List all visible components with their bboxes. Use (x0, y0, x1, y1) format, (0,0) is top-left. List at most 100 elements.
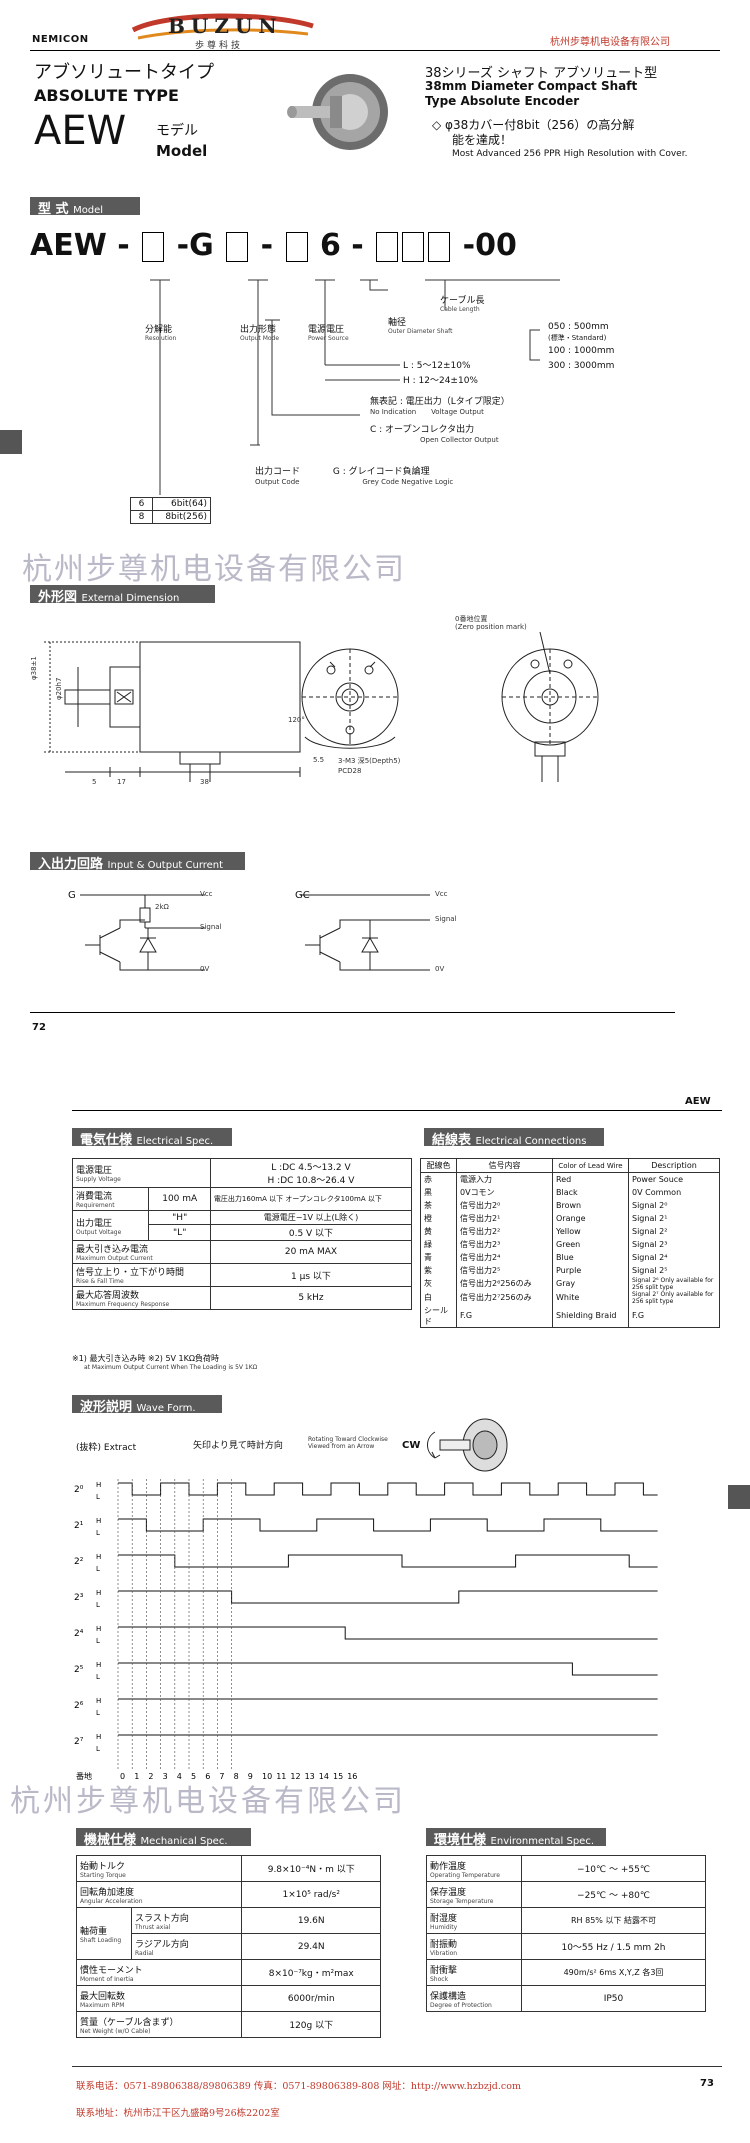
dim-len5: 5 (92, 778, 97, 786)
wave-addr-tick: 5 (191, 1772, 196, 1781)
table-cell: Signal 2² (628, 1224, 720, 1238)
table-cell: 茶 (420, 1198, 457, 1212)
mech-section-bar: 機械仕様 Mechanical Spec. (76, 1828, 251, 1848)
wave-addr-tick: 1 (134, 1772, 139, 1781)
dim-d20: φ20h7 (55, 677, 63, 700)
table-cell: 白 (420, 1290, 457, 1305)
table-cell: Gray (552, 1276, 629, 1291)
table-cell: 青 (420, 1250, 457, 1264)
power-label: 電源電圧 Power Source (308, 325, 349, 342)
dimension-drawing (44, 631, 599, 782)
wave-l-label: L (96, 1673, 100, 1681)
page2-header-model: AEW (685, 1096, 711, 1107)
dim-pcd: PCD28 (338, 767, 362, 775)
footer-contact: 联系电话：0571-89806388/89806389 传真：0571-8980… (76, 2081, 521, 2092)
io-section-bar: 入出力回路 Input & Output Current (30, 852, 245, 872)
page2-header-rule (72, 1110, 722, 1111)
wave-h-label: H (96, 1589, 101, 1597)
wave-l-label: L (96, 1601, 100, 1609)
table-cell: シールド (420, 1304, 457, 1328)
wave-h-label: H (96, 1733, 101, 1741)
wave-rotation-jp: 矢印より見て時計方向 (193, 1441, 283, 1451)
model-code-tree (150, 279, 560, 495)
wave-signal-line (118, 1554, 658, 1568)
table-cell: Green (552, 1237, 629, 1251)
wave-addr-tick: 12 (290, 1772, 300, 1781)
wave-extract: (抜粋) Extract (76, 1443, 137, 1453)
wave-addr-tick: 2 (148, 1772, 153, 1781)
table-cell: F.G (456, 1304, 553, 1328)
table-cell: Yellow (552, 1224, 629, 1238)
wave-addr-tick: 10 (262, 1772, 272, 1781)
wave-addr-tick: 14 (319, 1772, 329, 1781)
wave-signal-line (118, 1482, 658, 1496)
model-code-box-resolution (142, 231, 165, 262)
output-mode-label: 出力形態 Output Mode (240, 325, 280, 342)
io-vcc-2: Vcc (435, 890, 448, 898)
table-row: 質量（ケーブル含まず）Net Weight (w/O Cable) 120g 以… (75, 2011, 381, 2038)
wave-signal-line (118, 1590, 658, 1604)
table-cell: 橙 (420, 1211, 457, 1225)
model-jp: モデル (156, 123, 198, 139)
wave-bit-label: 2⁰ (74, 1485, 84, 1495)
wave-rotation-en: Rotating Toward Clockwise Viewed from an… (308, 1436, 388, 1450)
side-tab-left (0, 430, 22, 454)
outcode-row: 出力コード G : グレイコード負論理 Output Code Grey Cod… (255, 467, 454, 486)
table-cell: Orange (552, 1211, 629, 1225)
model-code-dash3: - (351, 228, 364, 263)
model-code-box-cable1 (376, 231, 399, 262)
io-signal-2: Signal (435, 915, 457, 923)
model-code: AEW - -G - 6 - -00 (30, 228, 517, 263)
elec-section-bar: 電気仕様 Electrical Spec. (72, 1128, 232, 1148)
table-cell: 黒 (420, 1185, 457, 1199)
wave-addr-tick: 11 (276, 1772, 286, 1781)
buzun-logo-graphic (131, 13, 314, 40)
io-signal-1: Signal (200, 923, 222, 931)
side-tab-right (728, 1485, 750, 1509)
connections-table: 配線色 信号内容 Color of Lead Wire Description … (420, 1158, 720, 1328)
table-cell: 信号出力2¹ (456, 1211, 553, 1225)
wave-h-label: H (96, 1481, 101, 1489)
feature-jp1: ◇ φ38カバー付8bit（256）の高分解 (432, 118, 635, 132)
table-cell: 灰 (420, 1276, 457, 1291)
io-g: G (68, 890, 76, 901)
table-cell: 信号出力2⁰ (456, 1198, 553, 1212)
wave-bit-label: 2⁴ (74, 1629, 84, 1639)
series-en2: Type Absolute Encoder (425, 94, 580, 108)
table-cell: 信号出力2⁵ (456, 1263, 553, 1277)
elec-note: ※1) 最大引き込み時 ※2) 5V 1KΩ負荷時 (72, 1354, 220, 1363)
footer-address: 联系地址：杭州市江干区九盛路9号26栋2202室 (76, 2108, 280, 2119)
table-row: 6 6bit(64) (130, 497, 211, 511)
table-cell: 電源入力 (456, 1172, 553, 1186)
table-cell: Signal 2⁶ Only available for 256 split t… (628, 1276, 720, 1291)
io-circuit-diagram (80, 894, 430, 971)
table-cell: Signal 2⁰ (628, 1198, 720, 1212)
wave-signal-line (118, 1626, 658, 1640)
wave-section-bar: 波形説明 Wave Form. (72, 1395, 222, 1415)
wave-h-label: H (96, 1697, 101, 1705)
model-section-en: Model (73, 205, 104, 216)
page-1: NEMICON BUZUN 歩尊科技 杭州步尊机电设备有限公司 アブソリュートタ… (0, 0, 750, 1070)
cable-label: ケーブル長 Cable Length (440, 296, 485, 313)
dim-section-bar: 外形図 External Dimension (30, 585, 215, 605)
encoder-product-image (270, 62, 400, 162)
dim-zero-jp: 0番地位置 (455, 615, 488, 623)
dim-len17: 17 (117, 778, 126, 786)
